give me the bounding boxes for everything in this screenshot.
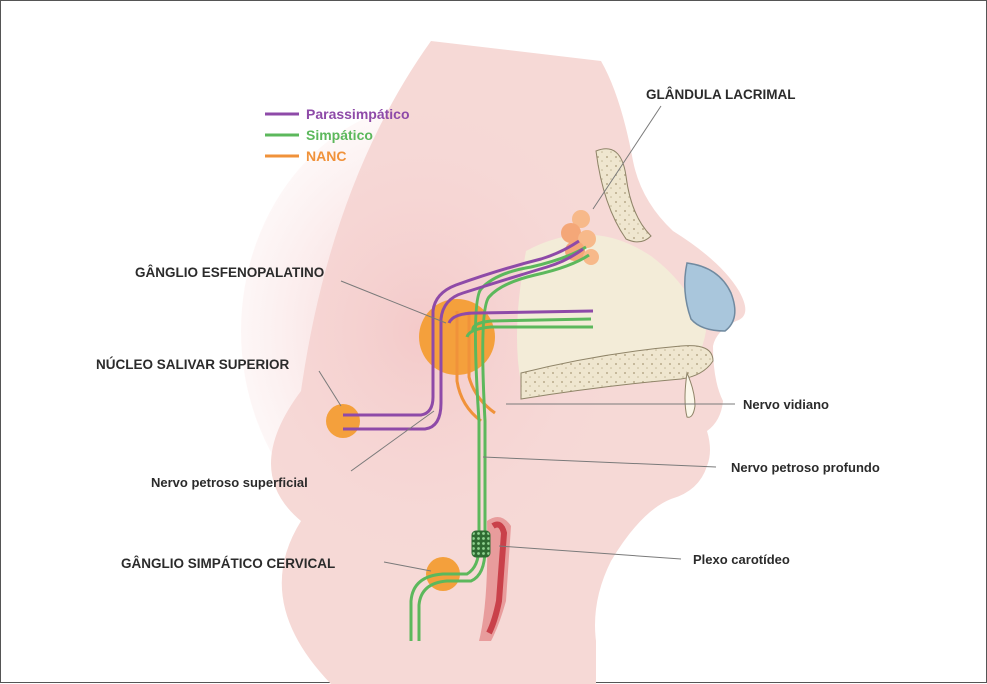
label-sphenopalatine-ganglion: GÂNGLIO ESFENOPALATINO [135,265,324,280]
label-vidian-nerve: Nervo vidiano [743,397,829,412]
legend-label-sympathetic: Simpático [306,127,373,143]
label-superior-salivary-nucleus: NÚCLEO SALIVAR SUPERIOR [96,357,290,372]
legend-item-nanc: NANC [265,148,346,164]
label-superficial-petrosal-nerve: Nervo petroso superficial [151,475,308,490]
legend-label-nanc: NANC [306,148,346,164]
label-deep-petrosal-nerve: Nervo petroso profundo [731,460,880,475]
legend-label-parasympathetic: Parassimpático [306,106,410,122]
carotid-plexus [472,531,490,557]
superior-salivary-nucleus [326,404,360,438]
nasal-cartilage [685,263,735,331]
legend-item-parasympathetic: Parassimpático [265,106,410,122]
label-cervical-sympathetic-ganglion: GÂNGLIO SIMPÁTICO CERVICAL [121,556,335,571]
label-carotid-plexus: Plexo carotídeo [693,552,790,567]
label-lacrimal-gland: GLÂNDULA LACRIMAL [646,87,795,102]
legend-item-sympathetic: Simpático [265,127,373,143]
